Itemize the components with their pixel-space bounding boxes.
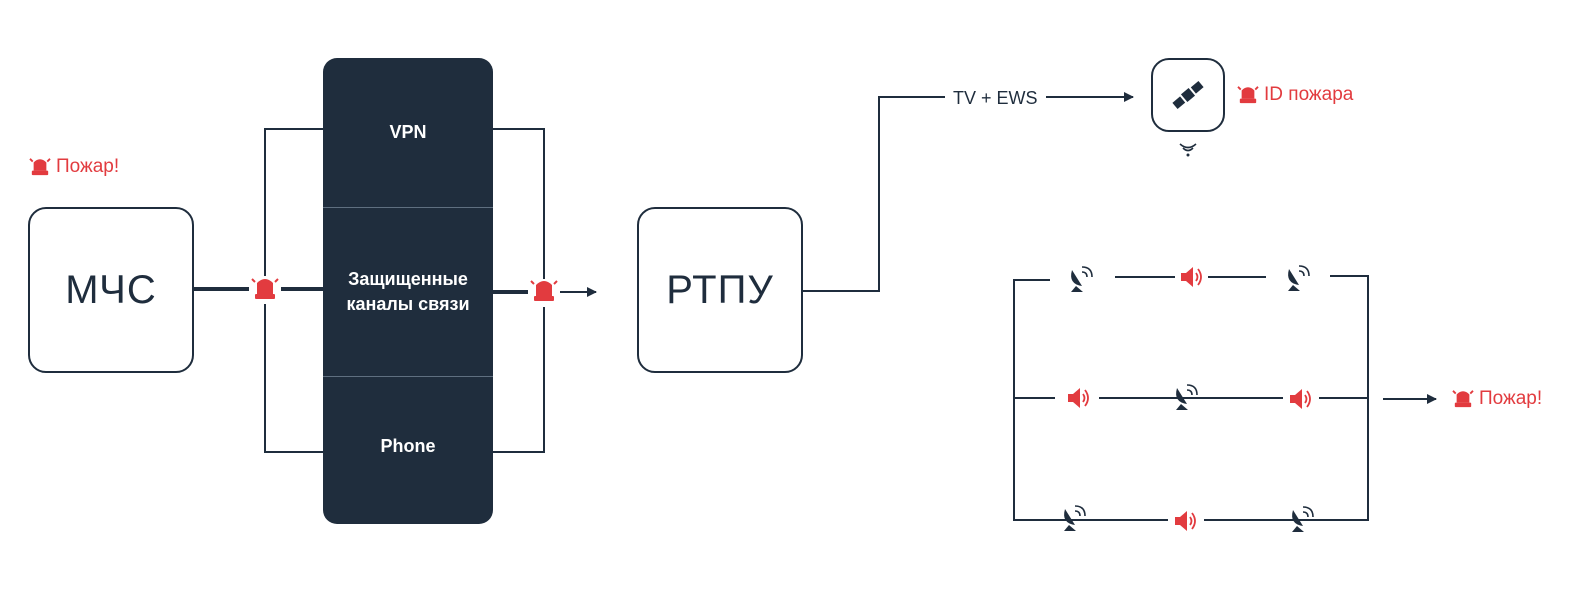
link-rtpu-tv [803, 96, 945, 292]
satellite-dish-icon [1071, 266, 1093, 292]
node-mchs: МЧС [28, 207, 194, 373]
node-rtpu: РТПУ [637, 207, 803, 373]
fire-alert-top: Пожар! [29, 156, 119, 178]
satellite-icon [1172, 81, 1204, 109]
satellite-dish-icon [1288, 265, 1310, 291]
alarm-siren-icon [29, 158, 51, 176]
satellite-dish-icon [1292, 506, 1314, 532]
fire-alert-right: Пожар! [1452, 388, 1542, 410]
secure-channels-block: VPN Защищенные каналы связи Phone [323, 58, 493, 524]
channel-secure-line1: Защищенные [348, 269, 468, 289]
satellite-dish-icon [1176, 384, 1198, 410]
tv-ews-label: TV + EWS [953, 88, 1038, 108]
speaker-icon [1068, 388, 1089, 408]
alarm-siren-icon [530, 280, 558, 301]
channel-divider [323, 376, 493, 377]
channel-phone: Phone [380, 436, 436, 456]
satellite-dish-icon [1064, 505, 1086, 531]
channel-secure: Защищенные каналы связи [323, 208, 493, 376]
fire-alert-top-text: Пожар! [56, 156, 120, 177]
fire-alert-right-text: Пожар! [1479, 388, 1543, 409]
node-rtpu-label: РТПУ [666, 267, 774, 312]
fire-id-text: ID пожара [1264, 84, 1354, 105]
signal-waves-icon [1179, 143, 1197, 157]
node-mchs-label: МЧС [65, 267, 157, 312]
fire-id-label: ID пожара [1237, 84, 1353, 106]
speaker-icon [1290, 389, 1311, 409]
alarm-siren-icon [1452, 390, 1474, 408]
channel-vpn: VPN [389, 122, 427, 142]
speaker-icon [1175, 511, 1196, 531]
satellite-receiver [1151, 58, 1225, 132]
channel-divider [323, 207, 493, 208]
alarm-siren-icon [251, 278, 279, 299]
channel-secure-line2: каналы связи [346, 294, 470, 314]
speaker-icon [1181, 267, 1202, 287]
alarm-siren-icon [1237, 86, 1259, 104]
